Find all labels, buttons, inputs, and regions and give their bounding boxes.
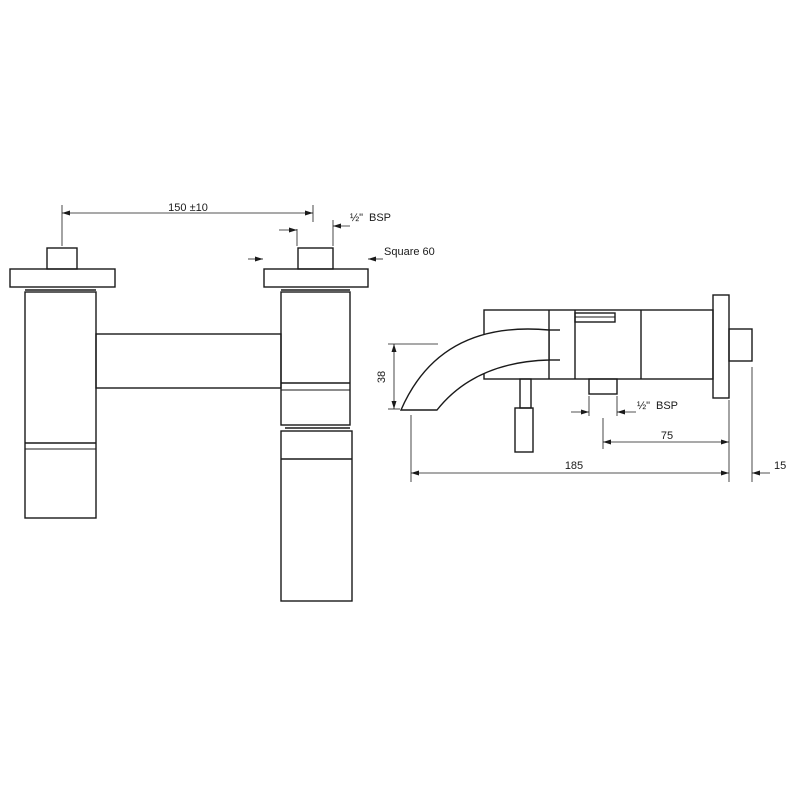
- rear-connector: [728, 328, 753, 362]
- lever-stem: [519, 378, 532, 409]
- top-cap: [574, 312, 616, 323]
- right-body: [280, 291, 351, 426]
- bridge-pipe: [95, 333, 282, 389]
- side-thread-label: BSP: [656, 400, 678, 412]
- left-flange: [9, 268, 116, 288]
- depth-label: 75: [661, 430, 673, 442]
- right-flange: [263, 268, 369, 288]
- wall-plate: [712, 294, 730, 399]
- front-view: 150 ±10 ½" BSP Square 60: [9, 202, 435, 602]
- side-thread-fraction: ½": [637, 400, 650, 412]
- flange-dimension: Square 60: [248, 246, 435, 262]
- front-thread-dimension: ½" BSP: [279, 212, 391, 246]
- right-lower-body: [280, 430, 353, 602]
- left-valve: [9, 247, 116, 519]
- side-view: 38 ½" BSP 75 185: [376, 294, 786, 482]
- front-thread-fraction: ½": [350, 212, 363, 224]
- right-spindle: [297, 247, 334, 270]
- centres-label: 150 ±10: [168, 202, 208, 214]
- front-thread-label: BSP: [369, 212, 391, 224]
- height-dimension: 38: [376, 343, 438, 410]
- centres-dimension: 150 ±10: [61, 202, 314, 246]
- depth-dimension: 75: [602, 418, 729, 449]
- projection-dimension: 185: [410, 400, 730, 482]
- bottom-inlet: [588, 378, 618, 395]
- side-thread-dimension: ½" BSP: [571, 396, 678, 416]
- lever-handle: [514, 407, 534, 453]
- flange-label: Square 60: [384, 246, 435, 258]
- spout: [399, 328, 550, 411]
- height-label: 38: [376, 371, 388, 383]
- right-valve: [263, 247, 369, 602]
- flange-depth-label: 15: [774, 460, 786, 472]
- left-body: [24, 291, 97, 519]
- projection-label: 185: [565, 460, 583, 472]
- flange-depth-dimension: 15: [751, 367, 786, 482]
- left-spindle: [46, 247, 78, 270]
